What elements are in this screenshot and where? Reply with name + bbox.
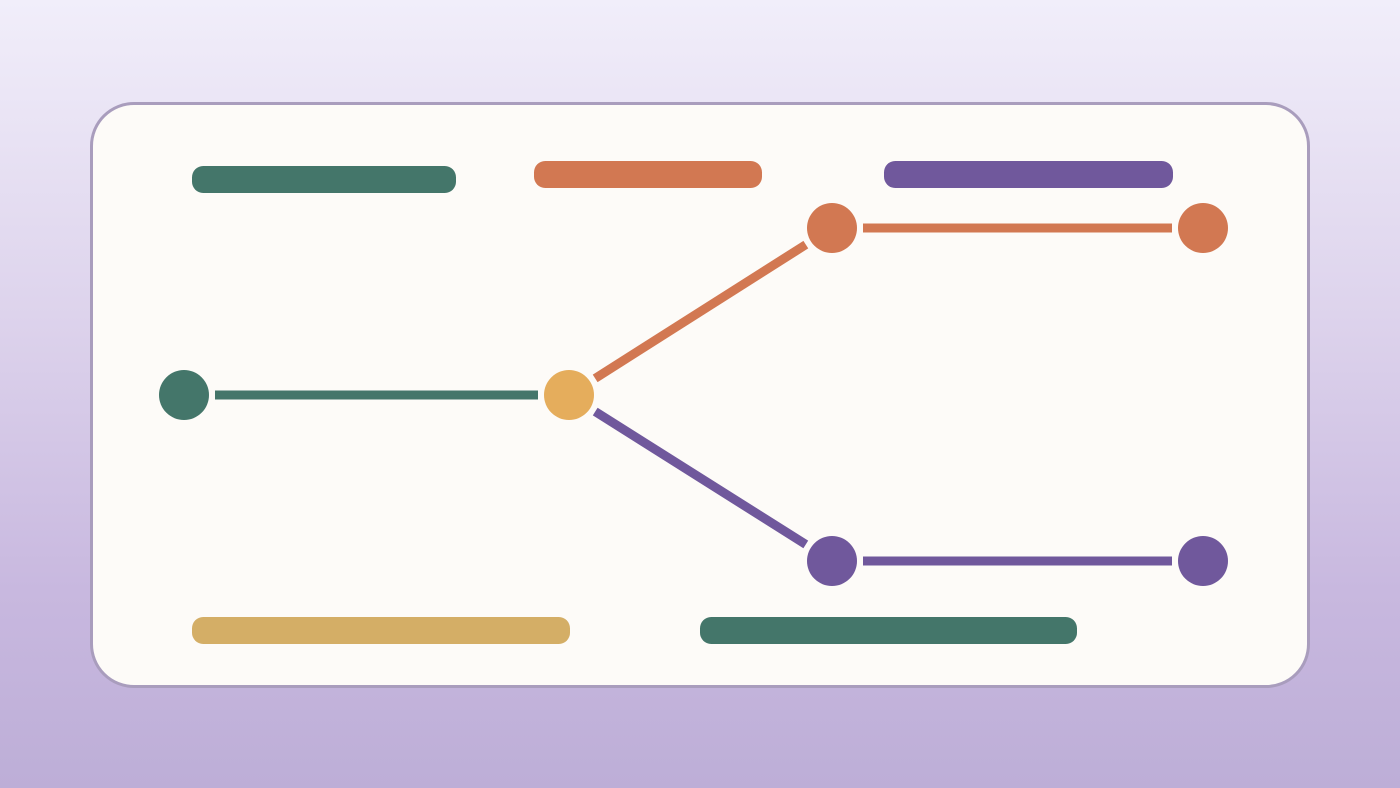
label-bar-top-right <box>884 161 1173 188</box>
label-bar-top-left <box>192 166 456 193</box>
label-bar-top-center <box>534 161 762 188</box>
node-upper-mid <box>807 203 857 253</box>
node-lower-end <box>1178 536 1228 586</box>
edges-layer <box>215 223 1172 566</box>
label-bar-bottom-left <box>192 617 570 644</box>
node-lower-mid <box>807 536 857 586</box>
nodes-layer <box>159 203 1228 586</box>
label-bar-bottom-right <box>700 617 1077 644</box>
edge-branch-to-upper-mid <box>592 240 809 383</box>
node-upper-end <box>1178 203 1228 253</box>
edge-branch-to-lower-mid <box>592 407 809 549</box>
node-branch <box>544 370 594 420</box>
label-bars-layer <box>192 161 1173 644</box>
node-start <box>159 370 209 420</box>
